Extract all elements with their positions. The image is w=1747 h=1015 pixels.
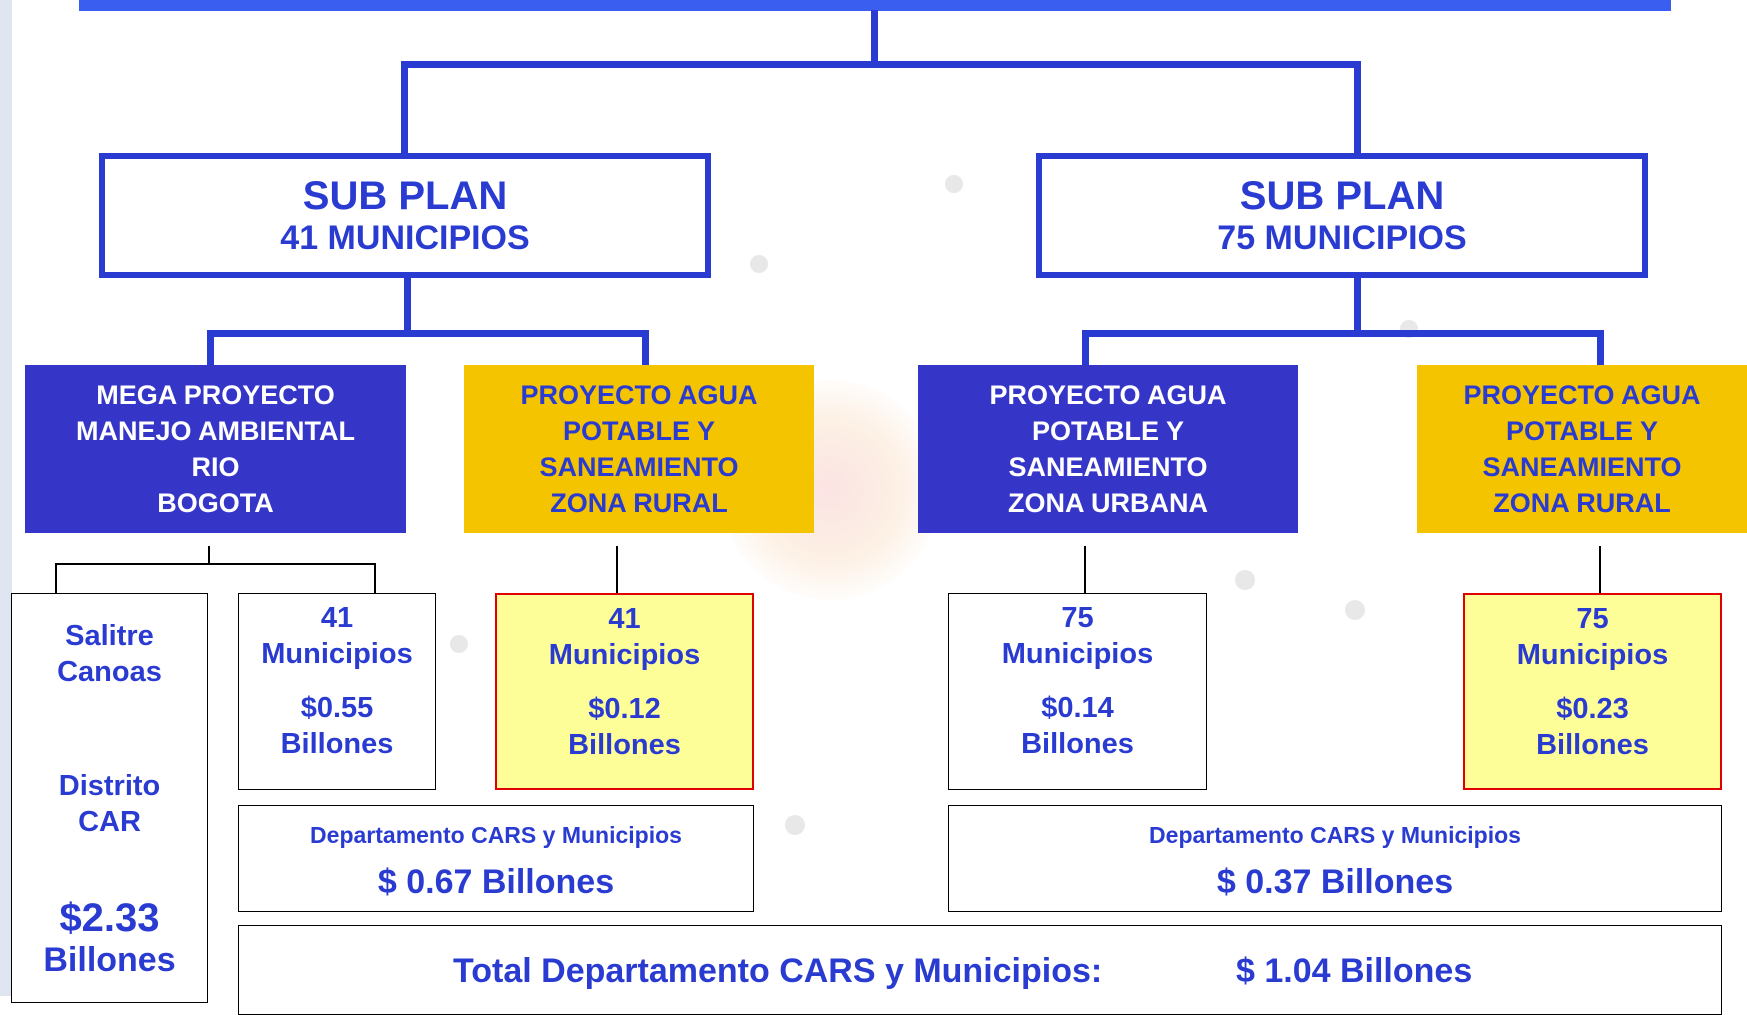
connector: [616, 546, 618, 593]
project-line: MEGA PROYECTO: [96, 380, 335, 410]
subplan-box-41: SUB PLAN 41 MUNICIPIOS: [99, 153, 711, 278]
car-label: CAR: [78, 806, 141, 838]
project-line: MANEJO AMBIENTAL: [76, 416, 355, 446]
connector: [404, 278, 411, 333]
project-box-urbana-75: PROYECTO AGUA POTABLE Y SANEAMIENTO ZONA…: [918, 365, 1298, 533]
connector: [55, 563, 57, 593]
leaf-label: Municipios: [261, 638, 413, 670]
leaf-label: Municipios: [548, 639, 701, 671]
summary-box-41: Departamento CARS y Municipios $ 0.67 Bi…: [238, 805, 754, 912]
summary-amount: $ 0.67 Billones: [377, 862, 615, 901]
salitre-label: Salitre: [65, 620, 154, 652]
summary-label: Departamento CARS y Municipios: [310, 821, 682, 848]
salitre-amount: $2.33: [59, 896, 160, 940]
connector: [1597, 330, 1604, 365]
leaf-count: 75: [1061, 602, 1094, 634]
connector: [208, 546, 210, 564]
connector: [207, 330, 214, 365]
project-line: SANEAMIENTO: [1008, 452, 1208, 482]
leaf-unit: Billones: [280, 728, 394, 760]
leaf-amount: $0.55: [300, 692, 374, 724]
project-line: RIO: [191, 452, 240, 482]
subplan-box-75: SUB PLAN 75 MUNICIPIOS: [1036, 153, 1648, 278]
salitre-canoas-box: Salitre Canoas Distrito CAR $2.33 Billon…: [11, 593, 208, 1003]
total-amount: $ 1.04 Billones: [1236, 952, 1473, 990]
total-box: Total Departamento CARS y Municipios: $ …: [238, 925, 1722, 1015]
leaf-label: Municipios: [1001, 638, 1154, 670]
summary-box-75: Departamento CARS y Municipios $ 0.37 Bi…: [948, 805, 1722, 912]
leaf-amount: $0.12: [588, 693, 661, 725]
leaf-unit: Billones: [1536, 729, 1649, 761]
leaf-box-41-rio: 41 Municipios $0.55 Billones: [238, 593, 436, 790]
total-label: Total Departamento CARS y Municipios:: [453, 952, 1103, 990]
project-line: ZONA URBANA: [1008, 488, 1208, 518]
connector: [1084, 546, 1086, 593]
project-line: ZONA RURAL: [550, 488, 728, 518]
watermark-dot: [1345, 600, 1365, 620]
leaf-box-75-urbana: 75 Municipios $0.14 Billones: [948, 593, 1207, 790]
connector: [401, 61, 408, 153]
project-box-rural-41: PROYECTO AGUA POTABLE Y SANEAMIENTO ZONA…: [464, 365, 814, 533]
canoas-label: Canoas: [57, 656, 162, 688]
leaf-box-41-rural: 41 Municipios $0.12 Billones: [495, 593, 754, 790]
project-line: ZONA RURAL: [1493, 488, 1671, 518]
leaf-unit: Billones: [568, 729, 681, 761]
connector: [871, 10, 878, 65]
summary-label: Departamento CARS y Municipios: [1149, 821, 1521, 848]
project-line: SANEAMIENTO: [539, 452, 739, 482]
project-line: PROYECTO AGUA: [989, 380, 1227, 410]
project-box-mega-rio-bogota: MEGA PROYECTO MANEJO AMBIENTAL RIO BOGOT…: [25, 365, 406, 533]
connector: [401, 61, 1361, 68]
project-line: POTABLE Y: [1505, 416, 1659, 446]
salitre-unit: Billones: [43, 941, 176, 979]
watermark-dot: [945, 175, 963, 193]
leaf-count: 75: [1576, 603, 1609, 635]
project-line: BOGOTA: [157, 488, 274, 518]
connector: [1599, 546, 1601, 593]
project-line: POTABLE Y: [562, 416, 716, 446]
leaf-count: 41: [608, 603, 641, 635]
connector: [1354, 278, 1361, 333]
connector: [642, 330, 649, 365]
connector: [1354, 61, 1361, 153]
summary-amount: $ 0.37 Billones: [1216, 862, 1454, 901]
watermark-dot: [1235, 570, 1255, 590]
connector: [207, 330, 649, 337]
project-line: SANEAMIENTO: [1482, 452, 1682, 482]
watermark-dot: [750, 255, 768, 273]
project-box-rural-75: PROYECTO AGUA POTABLE Y SANEAMIENTO ZONA…: [1417, 365, 1747, 533]
leaf-label: Municipios: [1516, 639, 1669, 671]
subplan-title: SUB PLAN: [1239, 173, 1445, 218]
connector: [55, 563, 376, 565]
leaf-amount: $0.14: [1041, 692, 1114, 724]
left-edge-stripe: [0, 0, 12, 996]
subplan-title: SUB PLAN: [302, 173, 508, 218]
leaf-box-75-rural: 75 Municipios $0.23 Billones: [1463, 593, 1722, 790]
project-line: PROYECTO AGUA: [1463, 380, 1701, 410]
project-line: PROYECTO AGUA: [520, 380, 758, 410]
top-banner: [79, 0, 1671, 11]
connector: [1082, 330, 1089, 365]
distrito-label: Distrito: [58, 770, 161, 802]
project-line: POTABLE Y: [1031, 416, 1185, 446]
subplan-subtitle: 41 MUNICIPIOS: [280, 218, 530, 257]
connector: [1082, 330, 1604, 337]
leaf-count: 41: [320, 602, 354, 634]
subplan-subtitle: 75 MUNICIPIOS: [1217, 218, 1467, 257]
watermark-dot: [785, 815, 805, 835]
watermark-dot: [450, 635, 468, 653]
connector: [374, 563, 376, 593]
leaf-amount: $0.23: [1556, 693, 1629, 725]
leaf-unit: Billones: [1021, 728, 1134, 760]
